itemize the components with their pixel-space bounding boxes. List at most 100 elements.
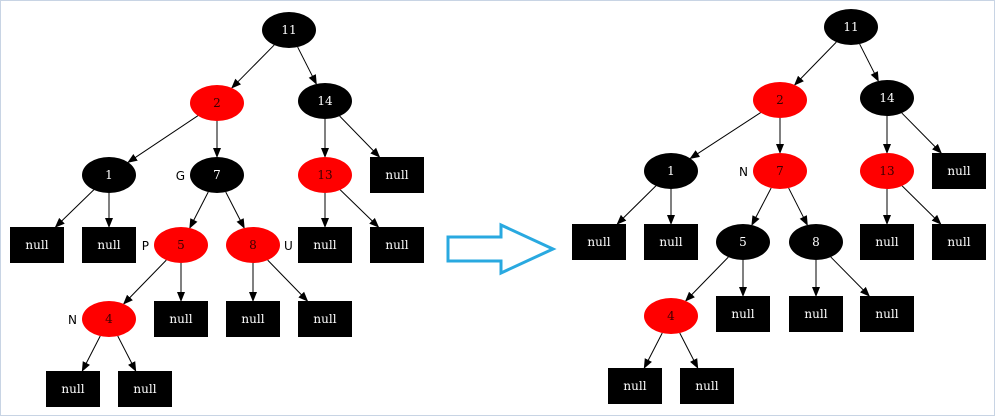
node-shape: [860, 80, 914, 116]
node-shape: [789, 224, 843, 260]
tree-node-5-before: 5P: [142, 227, 208, 263]
node-shape: [298, 83, 352, 119]
node-label: 13: [317, 168, 332, 182]
tree-edge-b7-b8: [788, 187, 808, 226]
null-leaf: null: [644, 224, 698, 260]
tree-edge-a13-an5: [339, 189, 380, 228]
tree-node-14-before: 14: [298, 83, 352, 119]
null-leaf-box: [226, 301, 280, 337]
tree-edge-b5-b4: [684, 256, 729, 302]
tree-edge-a8-an8: [267, 259, 309, 302]
node-shape: [298, 157, 352, 193]
node-label: 13: [879, 164, 894, 178]
null-leaf-label: null: [313, 312, 336, 326]
node-tag-N: N: [68, 313, 77, 327]
null-leaf-box: [154, 301, 208, 337]
tree-node-11-after: 11: [824, 9, 878, 45]
tree-edge-b7-b5: [751, 187, 772, 226]
null-leaf: null: [46, 371, 100, 407]
null-leaf-box: [370, 157, 424, 193]
node-label: 4: [105, 312, 113, 326]
null-leaf-box: [82, 227, 136, 263]
node-shape: [190, 85, 244, 121]
tree-edge-a1-an2: [54, 189, 95, 228]
node-label: 11: [281, 23, 296, 37]
node-tag-G: G: [176, 169, 185, 183]
tree-edge-b8-bn8: [830, 256, 870, 297]
node-tag-N: N: [739, 165, 748, 179]
null-leaf-box: [10, 227, 64, 263]
node-shape: [226, 227, 280, 263]
tree-edge-a11-a2: [231, 44, 275, 89]
null-leaf: null: [860, 296, 914, 332]
null-leaf-box: [46, 371, 100, 407]
node-shape: [753, 153, 807, 189]
null-leaf: null: [716, 296, 770, 332]
tree-node-14-after: 14: [860, 80, 914, 116]
tree-node-2-before: 2: [190, 85, 244, 121]
node-label: 14: [317, 94, 333, 108]
null-leaf: null: [608, 368, 662, 404]
node-tag-U: U: [284, 239, 293, 253]
null-leaf-label: null: [97, 238, 120, 252]
node-shape: [644, 153, 698, 189]
null-leaf-box: [680, 368, 734, 404]
node-label: 5: [739, 235, 747, 249]
tree-node-11-before: 11: [262, 12, 316, 48]
null-leaf-box: [298, 227, 352, 263]
tree-node-2-after: 2: [753, 82, 807, 118]
node-shape: [753, 82, 807, 118]
null-leaf: null: [789, 296, 843, 332]
null-leaf-box: [572, 224, 626, 260]
null-leaf-box: [716, 296, 770, 332]
null-leaf: null: [298, 301, 352, 337]
null-leaf: null: [118, 371, 172, 407]
null-leaf-label: null: [875, 307, 898, 321]
node-shape: [82, 301, 136, 337]
tree-edge-b14-bn1: [901, 112, 942, 154]
null-leaf: null: [10, 227, 64, 263]
tree-node-1-after: 1: [644, 153, 698, 189]
null-leaf-label: null: [169, 312, 192, 326]
null-leaf: null: [370, 227, 424, 263]
node-label: 2: [213, 96, 221, 110]
node-label: 7: [213, 168, 221, 182]
null-leaf: null: [932, 224, 986, 260]
node-label: 8: [812, 235, 820, 249]
tree-edge-a7-a8: [225, 191, 245, 229]
tree-edge-b11-b2: [793, 41, 837, 86]
node-label: 5: [177, 238, 185, 252]
null-leaf-label: null: [385, 238, 408, 252]
node-shape: [644, 298, 698, 334]
null-leaf-label: null: [313, 238, 336, 252]
null-leaf-label: null: [695, 379, 718, 393]
null-leaf: null: [154, 301, 208, 337]
null-leaf-label: null: [587, 235, 610, 249]
null-leaf-label: null: [385, 168, 408, 182]
null-leaf-label: null: [241, 312, 264, 326]
tree-node-13-after: 13: [860, 153, 914, 189]
null-leaf: null: [298, 227, 352, 263]
null-leaf: null: [370, 157, 424, 193]
tree-edge-b4-bn10: [679, 332, 699, 369]
null-leaf-box: [118, 371, 172, 407]
null-leaf: null: [680, 368, 734, 404]
null-leaf-label: null: [947, 164, 970, 178]
null-leaf-label: null: [61, 382, 84, 396]
tree-edge-b13-bn5: [901, 185, 942, 225]
tree-edge-a7-a5: [189, 191, 209, 229]
node-shape: [824, 9, 878, 45]
tree-edge-a4-an9: [81, 335, 101, 372]
null-leaf-box: [789, 296, 843, 332]
node-shape: [190, 157, 244, 193]
node-label: 4: [667, 309, 675, 323]
null-leaf-label: null: [804, 307, 827, 321]
node-shape: [860, 153, 914, 189]
null-leaf-box: [644, 224, 698, 260]
node-label: 11: [843, 20, 858, 34]
transform-arrow-icon: [446, 222, 557, 276]
null-leaf-label: null: [659, 235, 682, 249]
